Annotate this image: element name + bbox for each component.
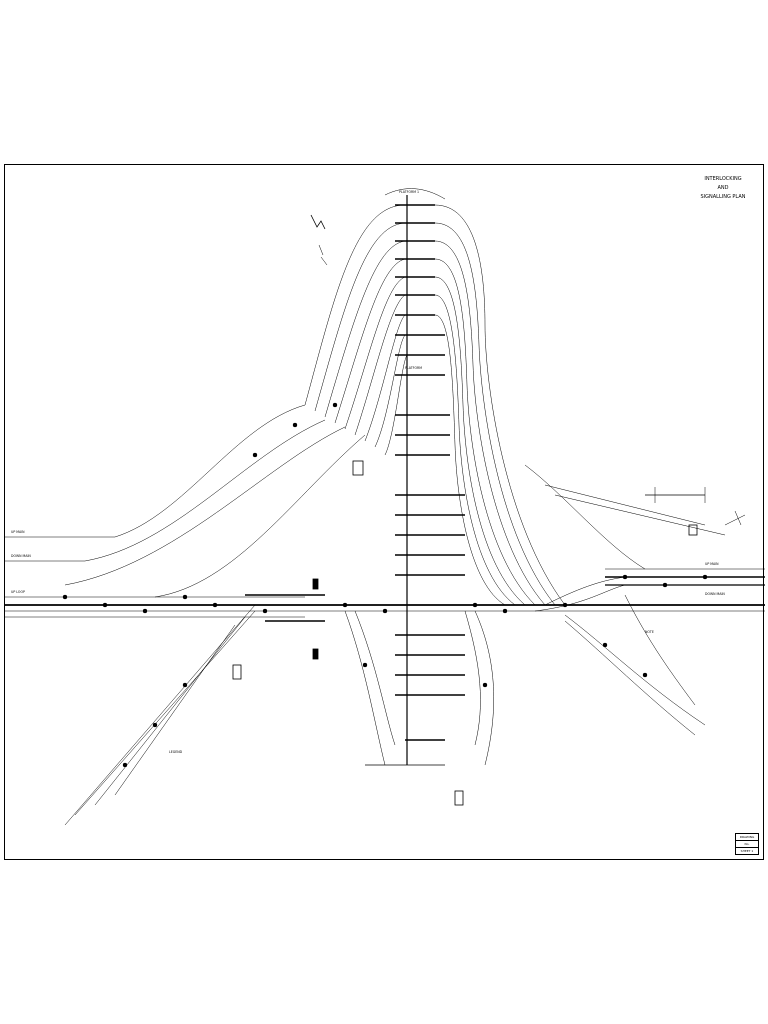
track-layout-diagram: PLATFORM 1 PLATFORM UP MAIN DOWN MAIN UP… (5, 188, 765, 826)
label-note-right: NOTE (645, 630, 654, 634)
main-lines (5, 536, 765, 618)
label-platform-mid: PLATFORM (405, 366, 422, 370)
right-approaches (524, 464, 746, 736)
drawing-stamp: DRAWING No. SHEET 1 (735, 833, 759, 855)
lower-fan (344, 610, 494, 766)
label-line-right-a: UP MAIN (705, 562, 719, 566)
left-approaches (64, 404, 366, 826)
label-legend: LEGEND (169, 750, 183, 754)
title-block: INTERLOCKING AND SIGNALLING PLAN (695, 175, 751, 202)
diagram-labels: PLATFORM 1 PLATFORM UP MAIN DOWN MAIN UP… (11, 190, 725, 754)
label-line-left-b: DOWN MAIN (11, 554, 31, 558)
stamp-line-2: No. (736, 840, 758, 847)
equipment-boxes (232, 460, 698, 806)
label-line-right-b: DOWN MAIN (705, 592, 725, 596)
stamp-line-3: SHEET 1 (736, 847, 758, 854)
platform-roads (245, 204, 465, 741)
title-line-3: SIGNALLING PLAN (700, 194, 746, 200)
north-arrow-icon (310, 214, 328, 266)
label-platform-top: PLATFORM 1 (399, 190, 419, 194)
title-line-1: INTERLOCKING (704, 176, 742, 182)
title-line-2: AND (717, 185, 729, 191)
upper-fan (304, 188, 566, 606)
stamp-line-1: DRAWING (739, 835, 755, 839)
label-line-left-a: UP MAIN (11, 530, 25, 534)
label-line-left-c: UP LOOP (11, 590, 25, 594)
signal-head-icon (62, 402, 708, 768)
drawing-sheet: PLATFORM 1 PLATFORM UP MAIN DOWN MAIN UP… (4, 164, 765, 860)
